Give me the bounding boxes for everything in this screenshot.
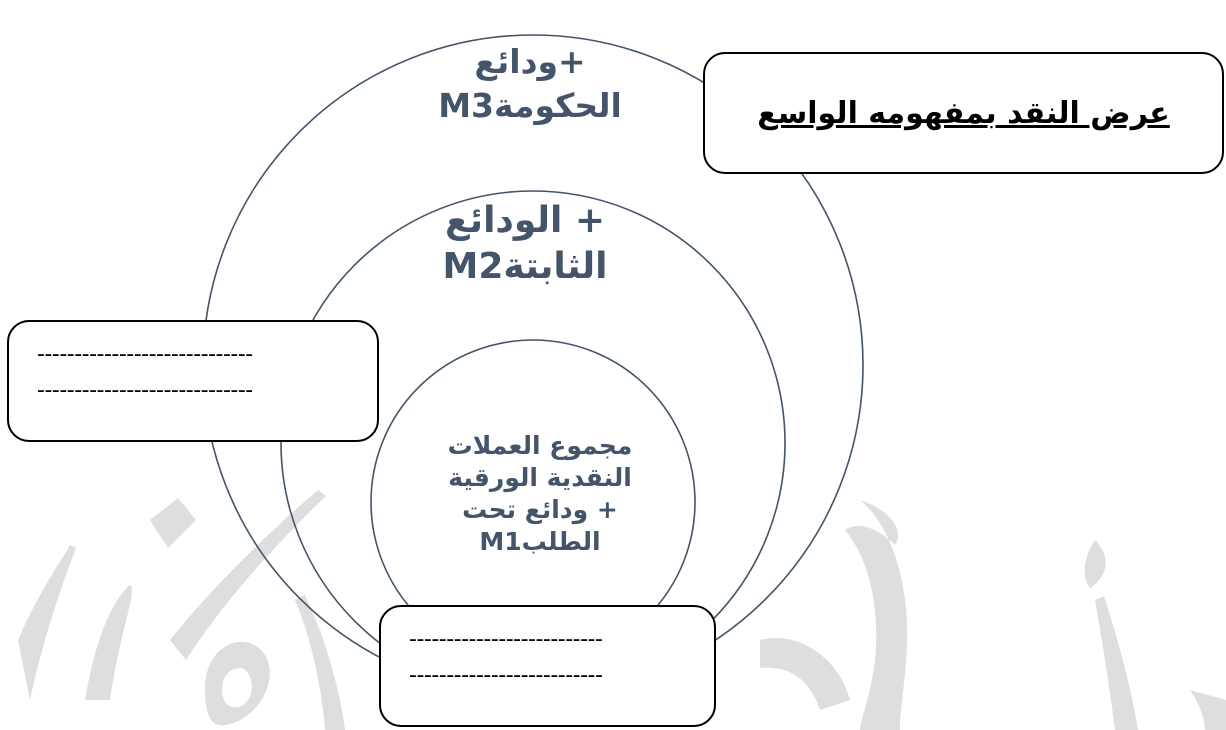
blank-answer-line: ----------------------------- [37, 378, 253, 403]
ring-label-m2: + الودائع الثابتةM2 [410, 198, 640, 290]
title-box: عرض النقد بمفهومه الواسع [703, 52, 1224, 174]
ring-label-m3: +ودائع الحكومةM3 [420, 40, 640, 128]
ring-label-m1-line: النقدية الورقية [448, 463, 632, 492]
ring-label-m2-line: الثابتةM2 [442, 246, 608, 287]
blank-answer-box-bottom[interactable]: -------------------------- -------------… [379, 605, 716, 727]
blank-answer-line: -------------------------- [409, 663, 603, 688]
ring-label-m3-line: +ودائع [474, 42, 586, 81]
ring-label-m1: مجموع العملات النقدية الورقية + ودائع تح… [400, 430, 680, 558]
ring-label-m1-line: + ودائع تحت [462, 495, 618, 524]
blank-answer-line: ----------------------------- [37, 342, 253, 367]
blank-answer-line: -------------------------- [409, 627, 603, 652]
ring-label-m2-line: + الودائع [444, 200, 606, 241]
ring-label-m1-line: مجموع العملات [447, 431, 633, 460]
blank-answer-box-left[interactable]: ----------------------------- ----------… [7, 320, 379, 442]
title-text: عرض النقد بمفهومه الواسع [757, 95, 1170, 131]
ring-label-m3-line: الحكومةM3 [438, 86, 622, 125]
ring-label-m1-line: الطلبM1 [479, 527, 601, 556]
watermark-calligraphy [18, 490, 1226, 730]
